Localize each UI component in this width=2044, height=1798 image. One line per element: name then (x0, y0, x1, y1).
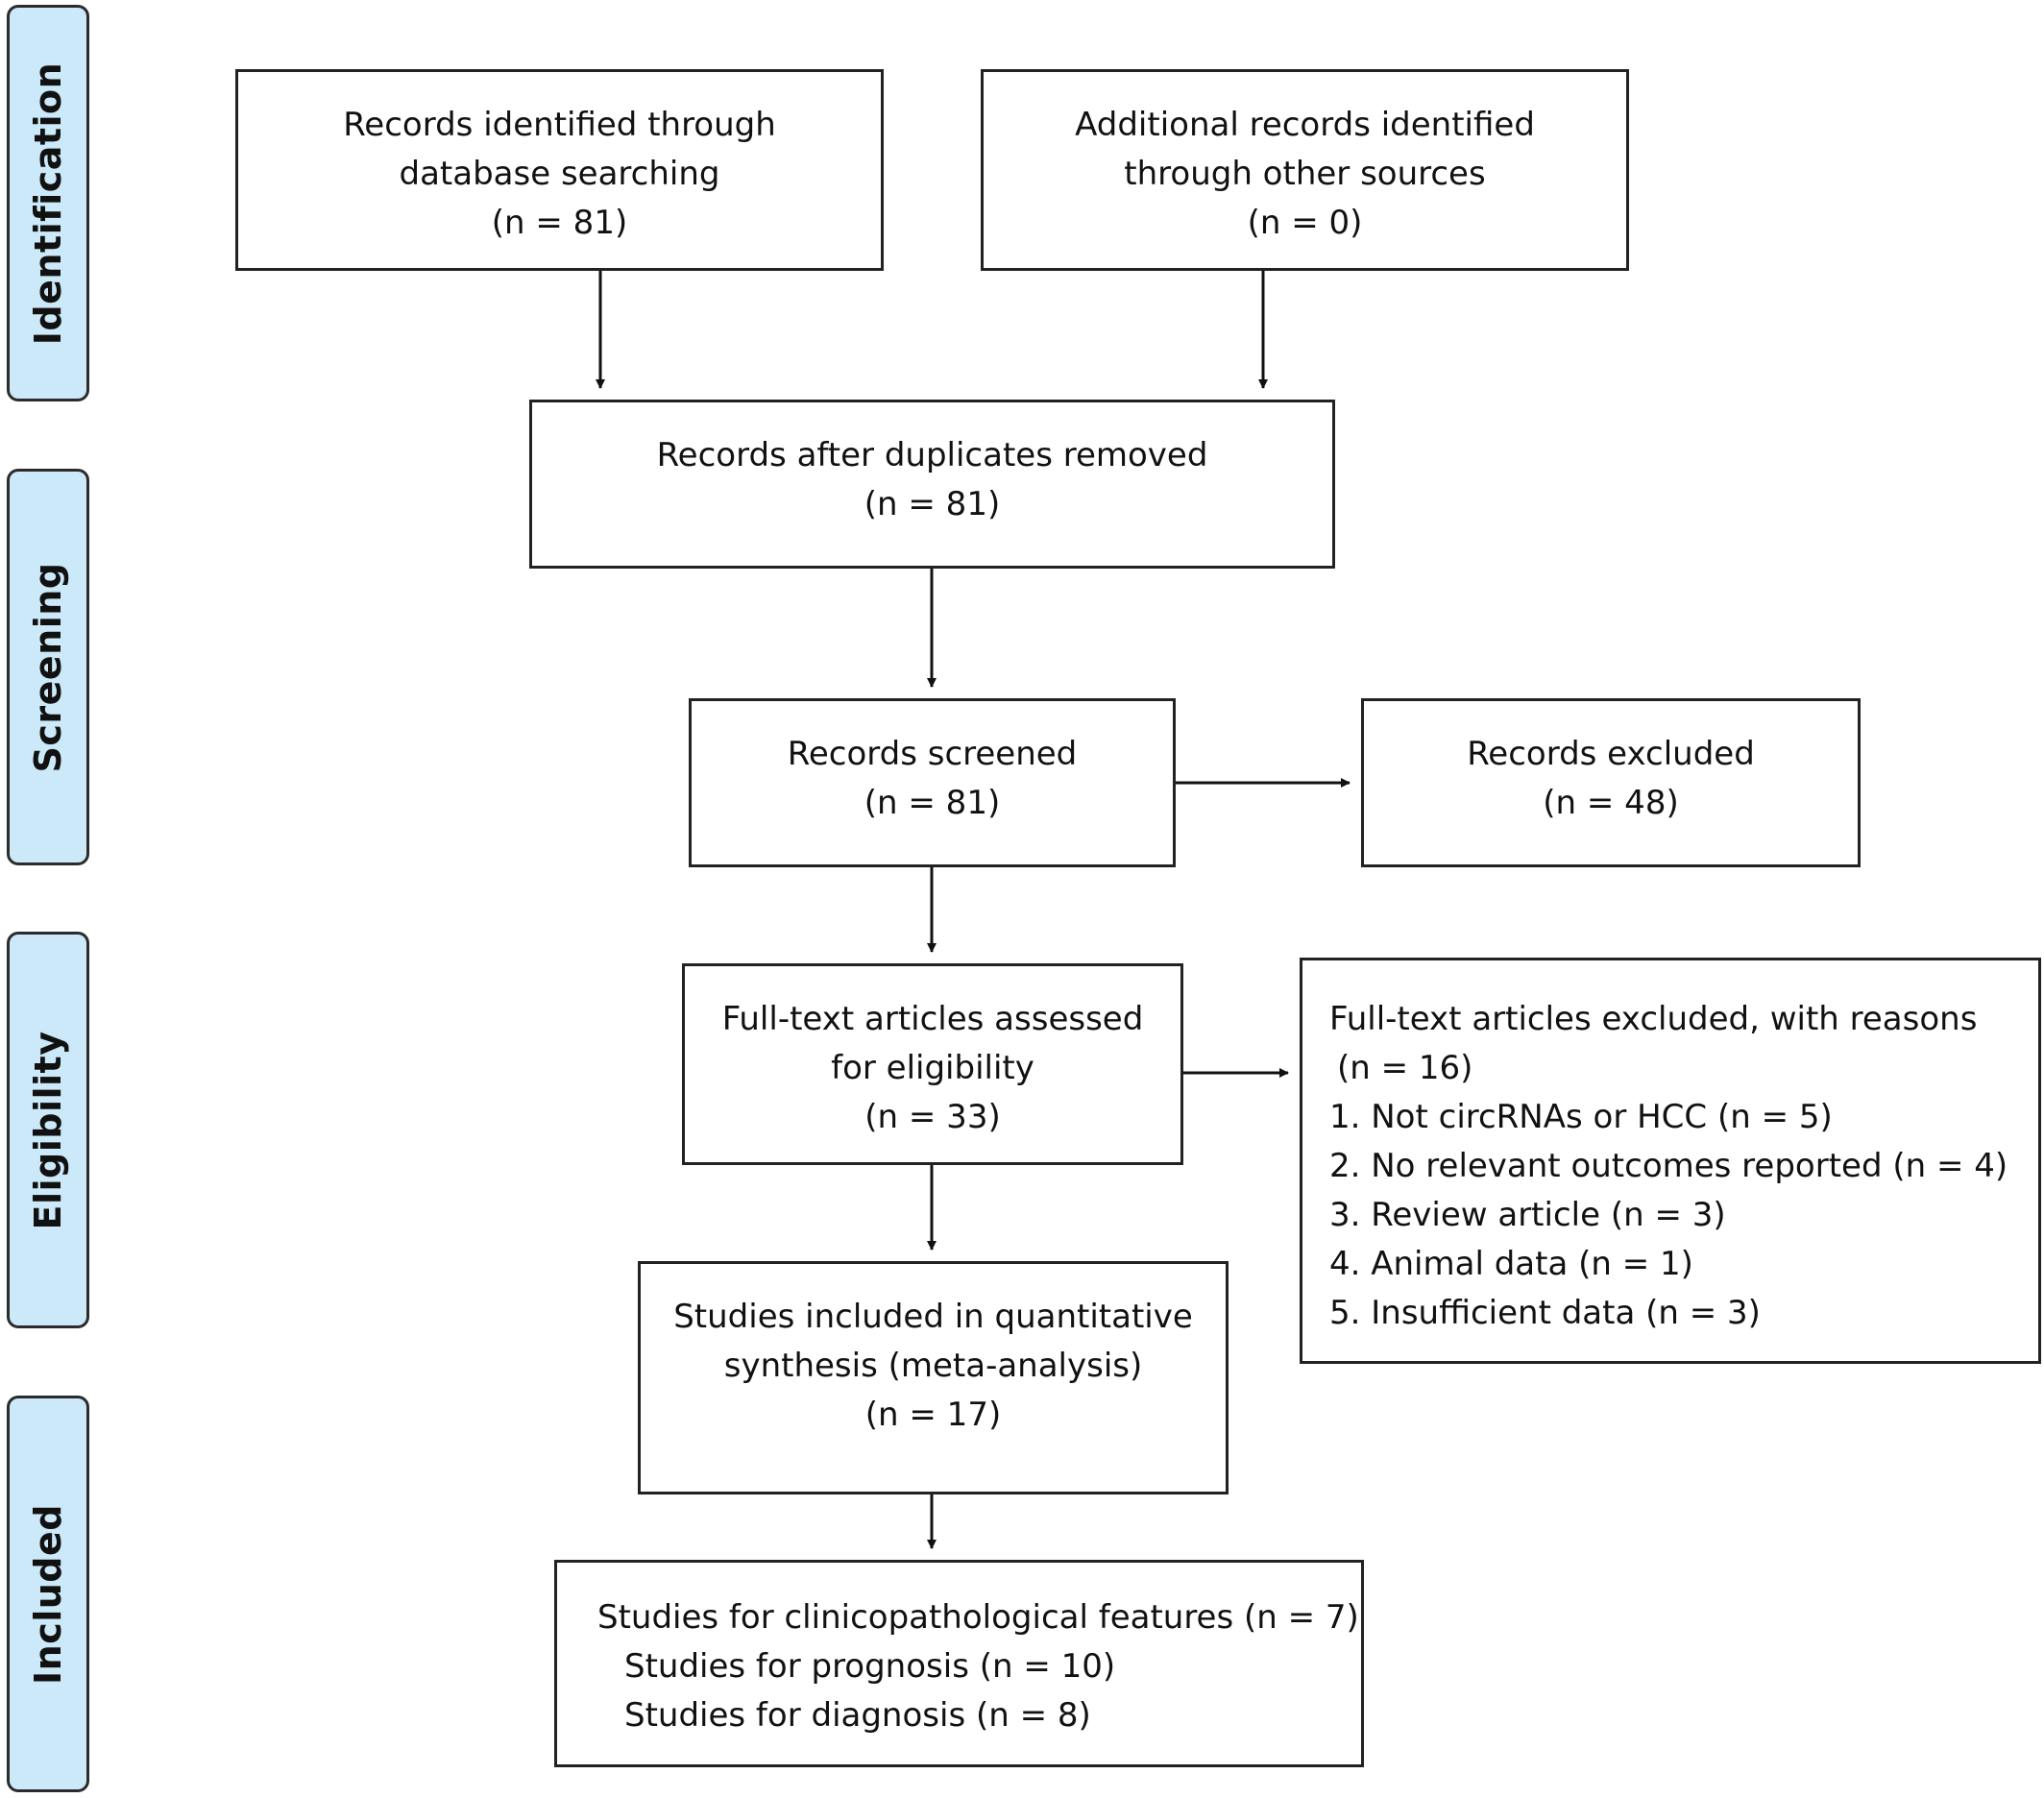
records-excluded-box: Records excluded (n = 48) (1361, 698, 1861, 867)
box-line: Studies for clinicopathological features… (597, 1598, 1359, 1637)
exclusion-reason: 2. No relevant outcomes reported (n = 4) (1329, 1147, 2008, 1185)
quantitative-synthesis-box: Studies included in quantitative synthes… (638, 1261, 1229, 1494)
phase-included: Included (7, 1396, 89, 1792)
box-line: Records identified through (343, 106, 776, 144)
box-line: Records excluded (1467, 735, 1755, 773)
box-line: Full-text articles excluded, with reason… (1329, 1000, 1978, 1038)
box-line: Records screened (787, 735, 1078, 773)
box-line: synthesis (meta-analysis) (723, 1347, 1143, 1385)
final-studies-box: Studies for clinicopathological features… (554, 1560, 1364, 1767)
exclusion-reason: 5. Insufficient data (n = 3) (1329, 1294, 1761, 1332)
box-line: Studies for prognosis (n = 10) (624, 1647, 1116, 1686)
box-line: Records after duplicates removed (656, 436, 1208, 474)
box-line: database searching (399, 155, 720, 193)
fulltext-assessed-box: Full-text articles assessed for eligibil… (682, 963, 1183, 1165)
phase-screening: Screening (7, 469, 89, 865)
box-line: (n = 0) (1247, 204, 1363, 242)
box-line: (n = 33) (864, 1098, 1001, 1136)
box-line: for eligibility (831, 1049, 1034, 1087)
phase-identification: Identification (7, 5, 89, 401)
box-line: Additional records identified (1075, 106, 1535, 144)
box-line: (n = 81) (491, 204, 628, 242)
box-line: (n = 48) (1543, 784, 1679, 822)
box-line: (n = 81) (864, 485, 1001, 523)
after-duplicates-box: Records after duplicates removed (n = 81… (529, 400, 1335, 569)
box-line: (n = 17) (864, 1396, 1002, 1434)
exclusion-reason: 4. Animal data (n = 1) (1329, 1245, 1693, 1283)
box-line: (n = 16) (1337, 1049, 1473, 1087)
box-line: (n = 81) (864, 784, 1001, 822)
database-search-box: Records identified through database sear… (235, 69, 884, 271)
other-sources-box: Additional records identified through ot… (981, 69, 1629, 271)
box-line: Studies for diagnosis (n = 8) (624, 1696, 1091, 1735)
box-line: Full-text articles assessed (721, 1000, 1144, 1038)
exclusion-reason: 1. Not circRNAs or HCC (n = 5) (1329, 1098, 1833, 1136)
fulltext-excluded-box: Full-text articles excluded, with reason… (1300, 958, 2041, 1364)
box-line: Studies included in quantitative (673, 1298, 1193, 1336)
box-line: through other sources (1124, 155, 1486, 193)
exclusion-reason: 3. Review article (n = 3) (1329, 1196, 1726, 1234)
phase-eligibility: Eligibility (7, 932, 89, 1328)
records-screened-box: Records screened (n = 81) (689, 698, 1176, 867)
